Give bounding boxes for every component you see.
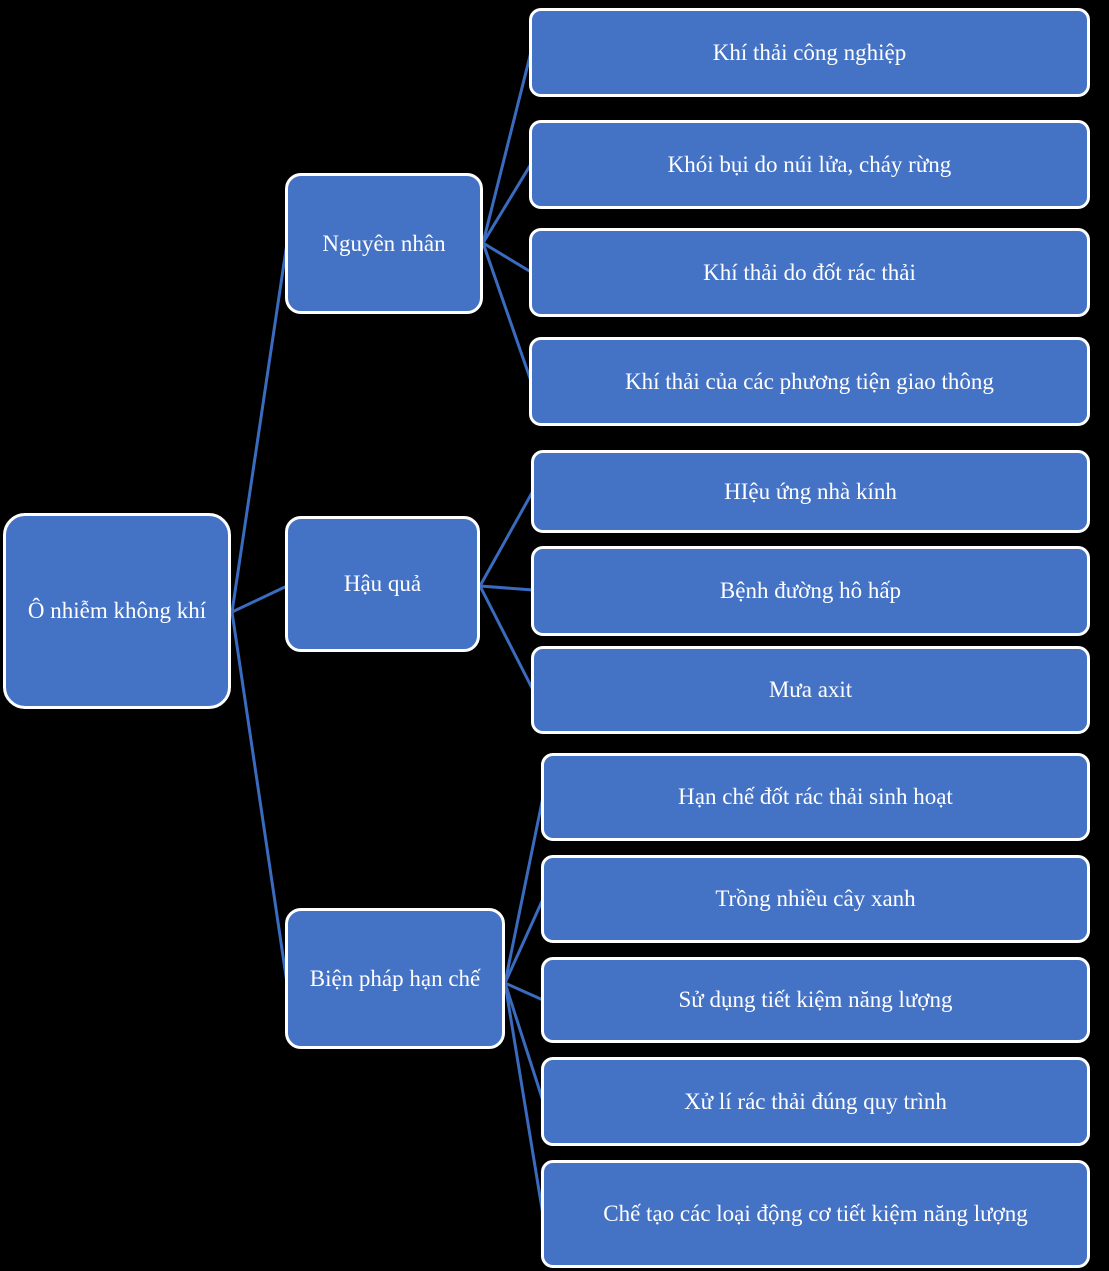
- leaf-node-khi-thai-phuong-tien-giao-thong[interactable]: Khí thải của các phương tiện giao thông: [529, 337, 1090, 426]
- connector-root-to-hau-qua: [231, 584, 288, 614]
- leaf-node-label: Bệnh đường hô hấp: [719, 578, 902, 604]
- leaf-node-han-che-dot-rac-thai-sinh-hoat[interactable]: Hạn chế đốt rác thải sinh hoạt: [541, 753, 1090, 841]
- leaf-node-label: Mưa axit: [768, 677, 853, 703]
- leaf-node-benh-duong-ho-hap[interactable]: Bệnh đường hô hấp: [531, 546, 1090, 636]
- connector-hau-qua-to-leaf-1: [478, 490, 535, 587]
- connector-nguyen-nhan-to-leaf-3: [482, 241, 532, 274]
- connector-nguyen-nhan-to-leaf-1: [481, 51, 533, 244]
- leaf-node-label: Khói bụi do núi lửa, cháy rừng: [667, 151, 952, 177]
- connector-hau-qua-to-leaf-3: [478, 585, 535, 691]
- leaf-node-khoi-bui-nui-lua-chay-rung[interactable]: Khói bụi do núi lửa, cháy rừng: [529, 120, 1090, 209]
- connector-hau-qua-to-leaf-2: [479, 584, 534, 592]
- leaf-node-label: Khí thải công nghiệp: [712, 39, 907, 65]
- branch-node-bien-phap-han-che[interactable]: Biện pháp hạn chế: [285, 908, 505, 1049]
- leaf-node-che-tao-dong-co-tiet-kiem-nang-luong[interactable]: Chế tạo các loại động cơ tiết kiệm năng …: [541, 1160, 1090, 1268]
- leaf-node-label: Trồng nhiều cây xanh: [715, 886, 916, 912]
- connector-bien-phap-to-leaf-3: [504, 981, 544, 1002]
- leaf-node-trong-nhieu-cay-xanh[interactable]: Trồng nhiều cây xanh: [541, 855, 1090, 943]
- leaf-node-khi-thai-do-dot-rac-thai[interactable]: Khí thải do đốt rác thải: [529, 228, 1090, 317]
- leaf-node-label: Sử dụng tiết kiệm năng lượng: [678, 987, 953, 1013]
- connector-bien-phap-to-leaf-2: [503, 898, 545, 984]
- branch-node-label: Hậu quả: [343, 571, 422, 597]
- branch-node-label: Nguyên nhân: [322, 230, 446, 256]
- leaf-node-hieu-ung-nha-kinh[interactable]: HIệu ứng nhà kính: [531, 450, 1090, 533]
- leaf-node-label: HIệu ứng nhà kính: [724, 478, 897, 504]
- leaf-node-label: Xử lí rác thải đúng quy trình: [684, 1088, 947, 1114]
- root-node-label: Ô nhiễm không khí: [27, 598, 207, 624]
- leaf-node-mua-axit[interactable]: Mưa axit: [531, 646, 1090, 734]
- branch-node-nguyen-nhan[interactable]: Nguyên nhân: [285, 173, 483, 314]
- branch-node-label: Biện pháp hạn chế: [309, 965, 481, 991]
- root-node-o-nhiem-khong-khi[interactable]: Ô nhiễm không khí: [3, 513, 231, 709]
- connector-bien-phap-to-leaf-4: [503, 982, 545, 1102]
- leaf-node-label: Hạn chế đốt rác thải sinh hoạt: [678, 784, 953, 810]
- connector-root-to-nguyen-nhan: [230, 242, 289, 613]
- leaf-node-su-dung-tiet-kiem-nang-luong[interactable]: Sử dụng tiết kiệm năng lượng: [541, 957, 1090, 1043]
- connector-nguyen-nhan-to-leaf-4: [481, 242, 533, 382]
- branch-node-hau-qua[interactable]: Hậu quả: [285, 516, 480, 652]
- connector-bien-phap-to-leaf-1: [503, 796, 545, 984]
- connector-root-to-bien-phap: [230, 611, 289, 984]
- leaf-node-khi-thai-cong-nghiep[interactable]: Khí thải công nghiệp: [529, 8, 1090, 97]
- leaf-node-label: Khí thải của các phương tiện giao thông: [625, 368, 994, 394]
- connector-bien-phap-to-leaf-5: [503, 982, 545, 1216]
- leaf-node-label: Khí thải do đốt rác thải: [703, 259, 916, 285]
- leaf-node-xu-li-rac-thai-dung-quy-trinh[interactable]: Xử lí rác thải đúng quy trình: [541, 1057, 1090, 1146]
- leaf-node-label: Chế tạo các loại động cơ tiết kiệm năng …: [603, 1201, 1028, 1227]
- connector-nguyen-nhan-to-leaf-2: [481, 163, 533, 244]
